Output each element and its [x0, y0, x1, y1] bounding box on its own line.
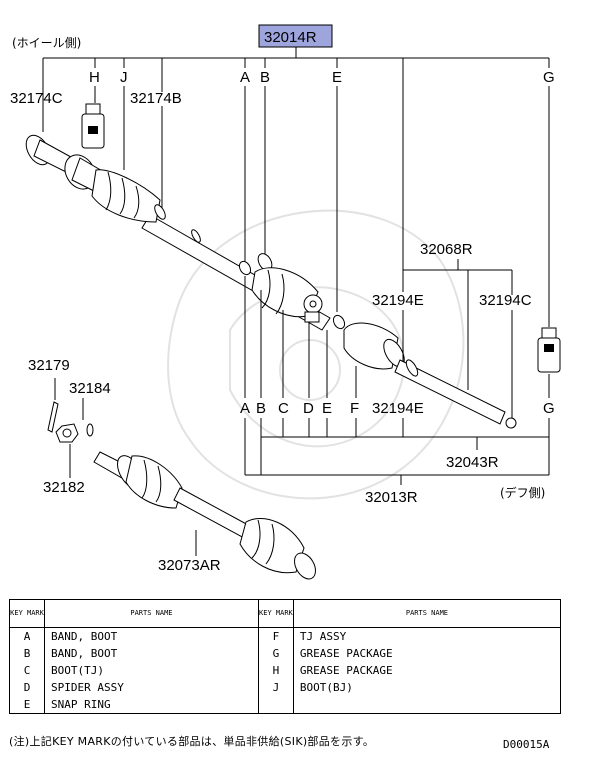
- table-row: C BOOT(TJ) H GREASE PACKAGE: [9, 662, 562, 679]
- key-letter-g-bottom: G: [543, 400, 555, 417]
- part-number-32043r[interactable]: 32043R: [446, 454, 499, 471]
- legend-key: H: [257, 662, 294, 679]
- part-number-main[interactable]: 32014R: [264, 29, 317, 46]
- bracket-32068r: [403, 259, 513, 390]
- legend-header-key-left: KEY MARK: [9, 599, 45, 628]
- bottom-leaders: [244, 276, 550, 398]
- part-number-32194e-bottom[interactable]: 32194E: [372, 400, 424, 417]
- driveshaft-diagram: 32014R (ホイール側) H J A B E G 32174C 32174B: [10, 24, 561, 580]
- part-number-32013r[interactable]: 32013R: [365, 489, 418, 506]
- diagram-code: D00015A: [503, 738, 550, 751]
- part-number-32174b[interactable]: 32174B: [130, 90, 182, 107]
- key-letter-d-bottom: D: [303, 400, 314, 417]
- legend-key: [257, 696, 294, 714]
- legend-part-name: BOOT(TJ): [44, 662, 259, 679]
- legend-part-name: [292, 696, 562, 714]
- legend-key: F: [257, 627, 294, 645]
- key-letter-g-top: G: [543, 69, 555, 86]
- key-letter-b-top: B: [260, 69, 270, 86]
- table-row: D SPIDER ASSY J BOOT(BJ): [9, 679, 562, 696]
- key-letter-h-top: H: [89, 69, 100, 86]
- key-letter-e-bottom: E: [322, 400, 332, 417]
- part-number-32194e-top[interactable]: 32194E: [372, 292, 424, 309]
- part-number-32182[interactable]: 32182: [43, 479, 85, 496]
- diff-side-label: (デフ側): [500, 485, 545, 500]
- part-number-32073ar[interactable]: 32073AR: [158, 557, 221, 574]
- legend-key: J: [257, 679, 294, 696]
- legend-part-name: SNAP RING: [44, 696, 259, 714]
- driveshaft-assembly-complete: [93, 451, 316, 580]
- part-number-32184[interactable]: 32184: [69, 380, 111, 397]
- grease-package-h: [81, 103, 105, 149]
- top-bracket: [42, 47, 550, 327]
- legend-part-name: BAND, BOOT: [44, 627, 259, 645]
- key-letter-a-top: A: [240, 69, 250, 86]
- legend-header-key-right: KEY MARK: [257, 599, 294, 628]
- legend-part-name: GREASE PACKAGE: [292, 662, 562, 679]
- legend-key: D: [9, 679, 45, 696]
- part-number-32179[interactable]: 32179: [28, 357, 70, 374]
- legend-part-name: GREASE PACKAGE: [292, 645, 562, 662]
- legend-header-parts-right: PARTS NAME: [292, 599, 562, 628]
- key-letter-c-bottom: C: [278, 400, 289, 417]
- driveshaft-assembly: [25, 134, 517, 429]
- legend-part-name: TJ ASSY: [292, 627, 562, 645]
- key-letter-f-bottom: F: [350, 400, 359, 417]
- legend-header-parts-left: PARTS NAME: [44, 599, 259, 628]
- small-parts: [47, 378, 94, 478]
- legend-key: B: [9, 645, 45, 662]
- bottom-bracket: [244, 418, 550, 485]
- legend-key: C: [9, 662, 45, 679]
- key-letter-a-bottom: A: [240, 400, 250, 417]
- part-number-32194c[interactable]: 32194C: [479, 292, 532, 309]
- parts-legend-table: KEY MARK PARTS NAME KEY MARK PARTS NAME …: [9, 599, 562, 714]
- table-row: A BAND, BOOT F TJ ASSY: [9, 627, 562, 645]
- key-letter-b-bottom: B: [256, 400, 266, 417]
- legend-part-name: SPIDER ASSY: [44, 679, 259, 696]
- legend-key: A: [9, 627, 45, 645]
- grease-package-g: [537, 327, 561, 373]
- part-number-32068r[interactable]: 32068R: [420, 241, 473, 258]
- footnote: (注)上記KEY MARKの付いている部品は、単品非供給(SIK)部品を示す。: [9, 735, 375, 748]
- legend-key: G: [257, 645, 294, 662]
- legend-part-name: BAND, BOOT: [44, 645, 259, 662]
- table-row: B BAND, BOOT G GREASE PACKAGE: [9, 645, 562, 662]
- key-letter-j-top: J: [120, 69, 128, 86]
- legend-part-name: BOOT(BJ): [292, 679, 562, 696]
- table-row: E SNAP RING: [9, 696, 562, 714]
- wheel-side-label: (ホイール側): [12, 36, 81, 50]
- key-letter-e-top: E: [332, 69, 342, 86]
- legend-key: E: [9, 696, 45, 714]
- part-number-32174c[interactable]: 32174C: [10, 90, 63, 107]
